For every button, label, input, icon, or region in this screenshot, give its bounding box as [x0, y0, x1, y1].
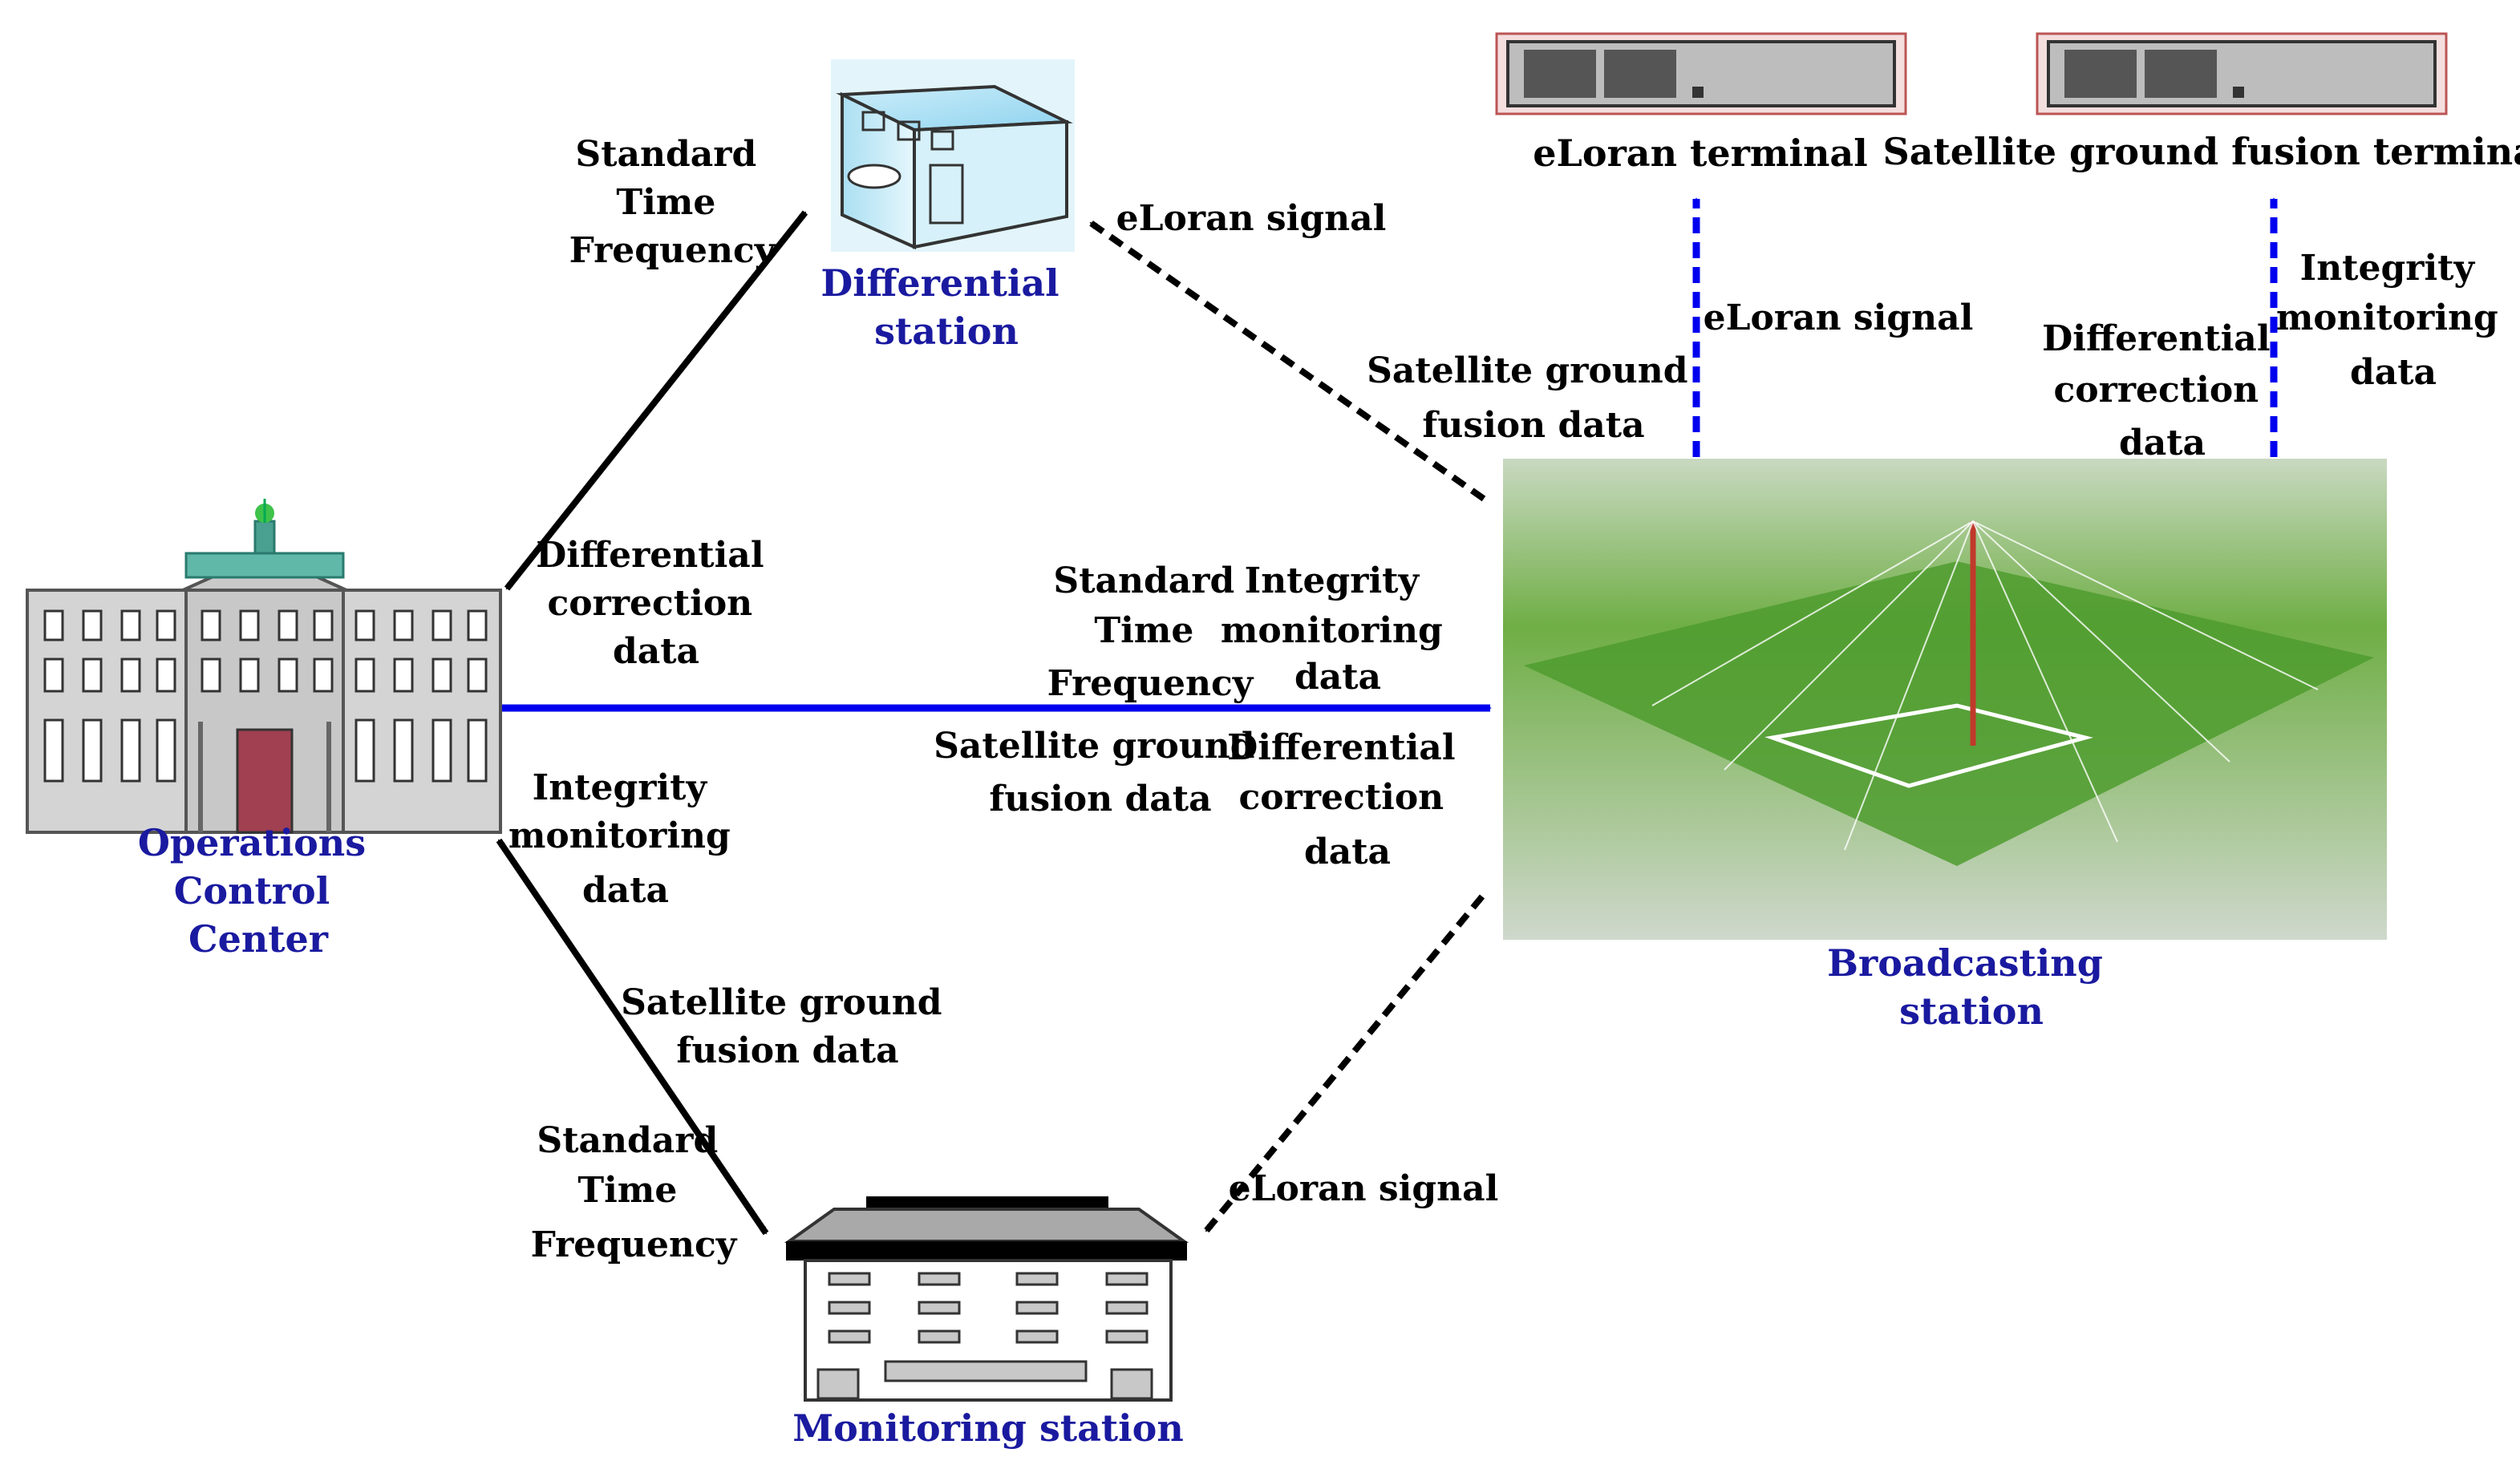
monitoring-fusion-to-ops-label: Satellite ground fusion data	[621, 982, 954, 1071]
broadcasting-station-label: Broadcasting station	[1827, 941, 2116, 1033]
operations-control-center-building	[26, 499, 502, 834]
broadcast-to-diff-signal-label: eLoran signal	[1116, 198, 1387, 239]
eloran-terminal-device	[1495, 32, 1907, 115]
main-correction-label: Differential correction data	[1227, 727, 1468, 872]
satellite-ground-fusion-terminal-device	[2036, 32, 2448, 115]
broadcast-differential-link	[1088, 220, 1486, 502]
main-fusion-label: Satellite ground fusion data	[934, 726, 1267, 819]
ops-monitoring-time-label: Standard Time Frequency	[531, 1120, 738, 1265]
monitoring-station-building	[784, 1196, 1189, 1402]
broadcast-to-monitoring-signal-label: eLoran signal	[1229, 1168, 1499, 1209]
monitoring-integrity-to-ops-label: Integrity monitoring data	[508, 767, 743, 911]
broadcast-to-diff-fusion-label: Satellite ground fusion data	[1367, 350, 1700, 446]
diff-correction-to-ops-label: Differential correction data	[536, 535, 776, 672]
broadcasting-station-image	[1503, 459, 2387, 940]
operations-control-center-label: Operations Control Center	[138, 821, 379, 961]
ops-diff-time-label: Standard Time Frequency	[569, 134, 776, 271]
main-integrity-label: Integrity monitoring data	[1221, 560, 1455, 698]
broadcast-monitoring-link	[1203, 894, 1485, 1233]
ops-differential-link	[504, 210, 808, 591]
ops-monitoring-link	[496, 838, 769, 1236]
monitoring-station-label: Monitoring station	[792, 1406, 1184, 1450]
terminal-diff-correction-label: Differential correction data	[2042, 318, 2283, 463]
differential-station-label: Differential station	[820, 261, 1072, 353]
terminal-eloran-signal-label: eLoran signal	[1704, 297, 1974, 338]
satellite-ground-fusion-terminal-label: Satellite ground fusion terminal	[1882, 130, 2520, 173]
differential-station-building	[831, 59, 1075, 252]
main-time-label: Standard Time Frequency	[1047, 560, 1254, 704]
terminal-integrity-label: Integrity monitoring data	[2276, 248, 2510, 393]
eloran-terminal-label: eLoran terminal	[1533, 132, 1867, 175]
